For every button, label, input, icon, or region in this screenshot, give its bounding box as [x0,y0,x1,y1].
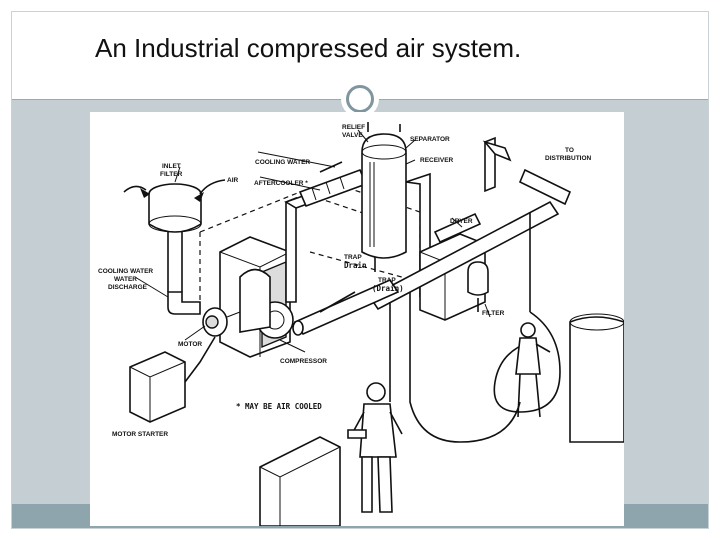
to-distribution-label-1: TO [565,147,574,154]
drain-label-1: Drain [344,261,367,270]
relief-valve-label: RELIEF VALVE [342,124,365,139]
trap-drain-label-1: TRAP Drain [344,254,367,270]
motor [202,307,241,337]
cooling-water-discharge-label-3: DISCHARGE [108,284,148,291]
relief-valve-label-2: VALVE [342,132,363,139]
divider-ring-icon [341,80,379,118]
inlet-filter [148,183,202,292]
worker-right [515,322,551,418]
cooling-water-label: COOLING WATER [255,159,310,166]
air-label: AIR [227,177,239,184]
cooling-water-discharge-label-1: COOLING WATER [98,268,153,275]
inlet-filter-label-2: FILTER [160,171,183,178]
hose-drops [389,212,561,443]
compressor-discharge-pipe [284,189,326,303]
trap-drain-label-2: TRAP (Drain) [372,277,404,293]
slide-title: An Industrial compressed air system. [95,33,522,63]
to-distribution-label-2: DISTRIBUTION [545,155,592,162]
main-distribution-pipe [292,200,560,336]
to-distribution-label: TO DISTRIBUTION [545,147,592,162]
compressed-air-diagram: RELIEF VALVE SEPARATOR TO DISTRIBUTION C… [90,112,624,526]
receiver-label: RECEIVER [420,157,454,164]
inlet-filter-label: INLET FILTER [160,163,183,178]
cooling-water-discharge-label-2: WATER [114,276,137,283]
worker-front [347,382,403,513]
side-tank [569,313,624,443]
filter [467,261,489,312]
may-be-air-cooled-note: * MAY BE AIR COOLED [236,402,322,411]
dryer [419,212,486,321]
compressor-label: COMPRESSOR [280,358,327,365]
motor-starter [129,336,216,423]
leader-lines [174,129,491,353]
separator-label: SEPARATOR [410,136,450,143]
filter-label: FILTER [482,310,505,317]
motor-label: MOTOR [178,341,202,348]
relief-valve-label-1: RELIEF [342,124,365,131]
intake-pipe [167,291,201,315]
cooling-water-lines [134,161,356,313]
air-arrow-icon [123,179,226,202]
receiver-tank [361,122,407,272]
motor-starter-label: MOTOR STARTER [112,431,168,438]
dryer-label: DRYER [450,218,473,225]
cooling-water-discharge-label: COOLING WATER WATER DISCHARGE [98,268,153,291]
workbench [259,436,341,526]
trap-label-1: TRAP [344,254,362,261]
slide-frame [11,11,709,529]
aftercooler-label: AFTERCOOLER * [254,180,308,187]
drain-label-2: (Drain) [372,284,404,293]
trap-label-2: TRAP [378,277,396,284]
compressor [219,236,294,358]
inlet-filter-label-1: INLET [162,163,181,170]
diagram-svg: RELIEF VALVE SEPARATOR TO DISTRIBUTION C… [98,122,624,526]
